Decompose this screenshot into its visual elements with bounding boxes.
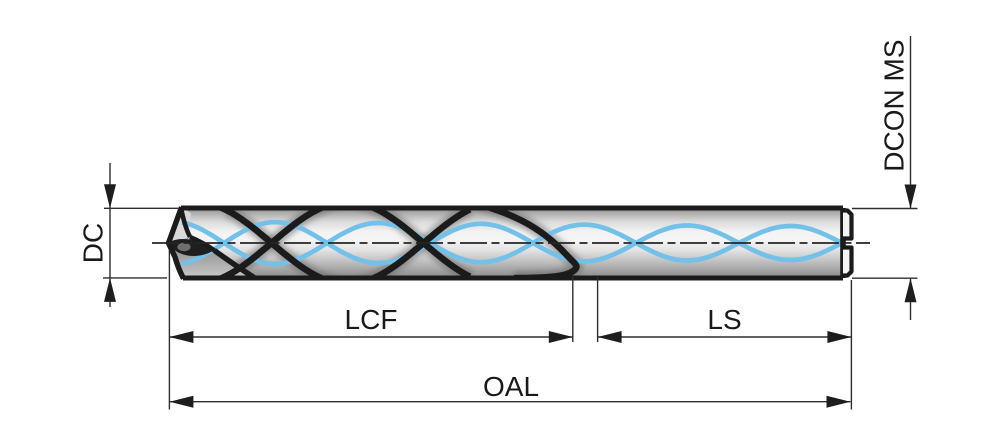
svg-text:OAL: OAL (483, 371, 539, 402)
svg-text:DCON MS: DCON MS (878, 39, 909, 171)
svg-text:LCF: LCF (345, 304, 398, 335)
svg-text:LS: LS (707, 304, 741, 335)
svg-text:DC: DC (78, 223, 109, 263)
